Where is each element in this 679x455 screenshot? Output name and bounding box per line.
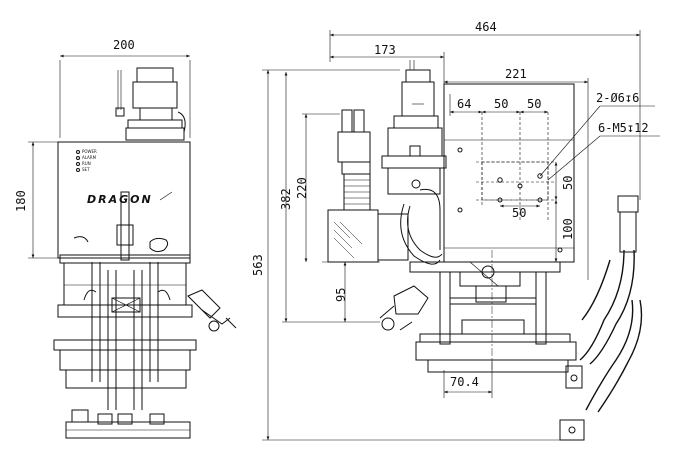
hole-dim-64: 64 — [457, 97, 471, 111]
hole-dim-50-a: 50 — [494, 97, 508, 111]
panel-label-4: SET — [82, 167, 90, 172]
height-95-dimension: 95 — [334, 288, 348, 302]
front-width-dimension: 200 — [113, 38, 135, 52]
panel-label-1: POWER — [82, 149, 97, 154]
side-view: 464 173 221 563 382 220 95 70.4 — [251, 20, 660, 441]
hole-dim-50-b: 50 — [527, 97, 541, 111]
hole-dim-100: 100 — [561, 218, 575, 240]
overall-width-dimension: 464 — [475, 20, 497, 34]
right-width-dimension: 221 — [505, 67, 527, 81]
height-563-dimension: 563 — [251, 254, 265, 276]
callout-6-m5: 6-M5↧12 — [598, 121, 649, 135]
height-382-dimension: 382 — [279, 188, 293, 210]
bottom-width-dimension: 70.4 — [450, 375, 479, 389]
hole-dim-50-bottom: 50 — [512, 206, 526, 220]
front-height-dimension: 180 — [14, 190, 28, 212]
brand-logo-text: DRAGON — [87, 193, 153, 206]
hole-dim-50-vertical: 50 — [561, 176, 575, 190]
callout-2-phi6: 2-Ø6↧6 — [596, 91, 639, 105]
panel-label-3: RUN — [82, 161, 91, 166]
left-offset-dimension: 173 — [374, 43, 396, 57]
mounting-hole-pattern — [457, 112, 563, 253]
front-view: 200 180 POWER ALARM RUN SET DRAGON — [14, 38, 237, 439]
height-220-dimension: 220 — [295, 177, 309, 199]
panel-label-2: ALARM — [82, 155, 97, 160]
